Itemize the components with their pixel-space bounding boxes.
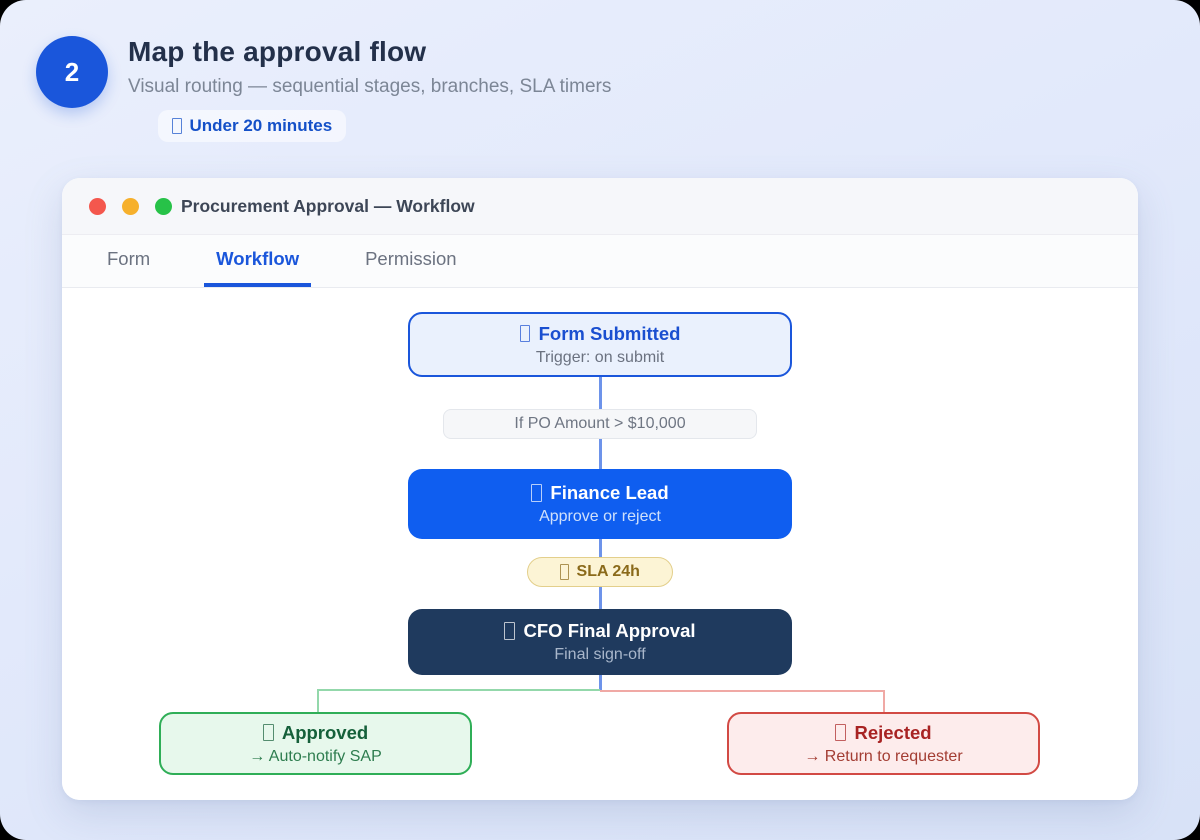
branch-drop-rejected	[883, 690, 885, 712]
node-rejected-subtitle: → Return to requester	[804, 747, 963, 765]
node-cfo-subtitle: Final sign-off	[554, 646, 646, 663]
node-approved[interactable]: Approved → Auto-notify SAP	[159, 712, 472, 775]
close-button[interactable]	[89, 197, 106, 215]
page-subtitle: Visual routing — sequential stages, bran…	[128, 76, 612, 97]
minimize-button[interactable]	[122, 197, 139, 215]
tab-bar: Form Workflow Permission	[62, 235, 1138, 288]
step-number-badge: 2	[36, 36, 108, 108]
timer-missing-glyph-icon	[172, 117, 182, 135]
condition-chip[interactable]: If PO Amount > $10,000	[443, 409, 757, 439]
briefcase-missing-glyph-icon	[504, 622, 516, 640]
person-missing-glyph-icon	[531, 484, 543, 502]
branch-line-rejected	[600, 690, 884, 692]
time-estimate-label: Under 20 minutes	[189, 116, 333, 135]
check-missing-glyph-icon	[262, 723, 274, 742]
cross-missing-glyph-icon	[835, 723, 847, 742]
form-missing-glyph-icon	[519, 324, 531, 343]
tab-permission[interactable]: Permission	[365, 248, 457, 269]
branch-line-approved	[317, 689, 600, 691]
branch-drop-approved	[317, 689, 319, 712]
tab-form[interactable]: Form	[107, 248, 151, 269]
node-approved-subtitle: → Auto-notify SAP	[249, 747, 382, 765]
node-finance-lead-title: Finance Lead	[531, 482, 669, 504]
node-cfo-title: CFO Final Approval	[504, 620, 696, 642]
condition-label: If PO Amount > $10,000	[514, 415, 686, 432]
node-finance-lead-subtitle: Approve or reject	[539, 508, 661, 525]
page-title: Map the approval flow	[128, 36, 427, 67]
node-rejected[interactable]: Rejected → Return to requester	[727, 712, 1040, 775]
window-titlebar: Procurement Approval — Workflow	[62, 178, 1138, 235]
node-finance-lead[interactable]: Finance Lead Approve or reject	[408, 469, 792, 539]
node-form-submitted-title: Form Submitted	[519, 322, 681, 345]
task-header: 2 Map the approval flow Visual routing —…	[36, 36, 611, 142]
node-cfo-label: CFO Final Approval	[523, 620, 696, 641]
clock-missing-glyph-icon	[560, 564, 570, 580]
connector-cfo-to-branch	[599, 675, 602, 691]
time-estimate-badge: Under 20 minutes	[158, 110, 347, 142]
node-form-submitted-subtitle: Trigger: on submit	[535, 348, 665, 366]
node-rejected-title: Rejected	[835, 721, 932, 744]
step-number: 2	[64, 56, 80, 87]
zoom-button[interactable]	[155, 197, 172, 215]
app-window: Procurement Approval — Workflow Form Wor…	[62, 178, 1138, 800]
node-rejected-label: Rejected	[854, 721, 932, 743]
sla-timer-chip[interactable]: SLA 24h	[527, 557, 673, 587]
workflow-canvas: Form Submitted Trigger: on submit If PO …	[62, 288, 1138, 800]
window-title: Procurement Approval — Workflow	[181, 195, 475, 216]
node-cfo-final-approval[interactable]: CFO Final Approval Final sign-off	[408, 609, 792, 675]
tab-workflow[interactable]: Workflow	[204, 235, 312, 287]
node-form-submitted[interactable]: Form Submitted Trigger: on submit	[408, 312, 792, 377]
node-form-submitted-label: Form Submitted	[538, 322, 681, 344]
node-approved-title: Approved	[262, 721, 369, 744]
node-approved-label: Approved	[281, 721, 369, 743]
sla-timer-label: SLA 24h	[576, 563, 640, 580]
task-header-text: Map the approval flow Visual routing — s…	[128, 36, 611, 142]
node-finance-lead-label: Finance Lead	[550, 482, 669, 503]
